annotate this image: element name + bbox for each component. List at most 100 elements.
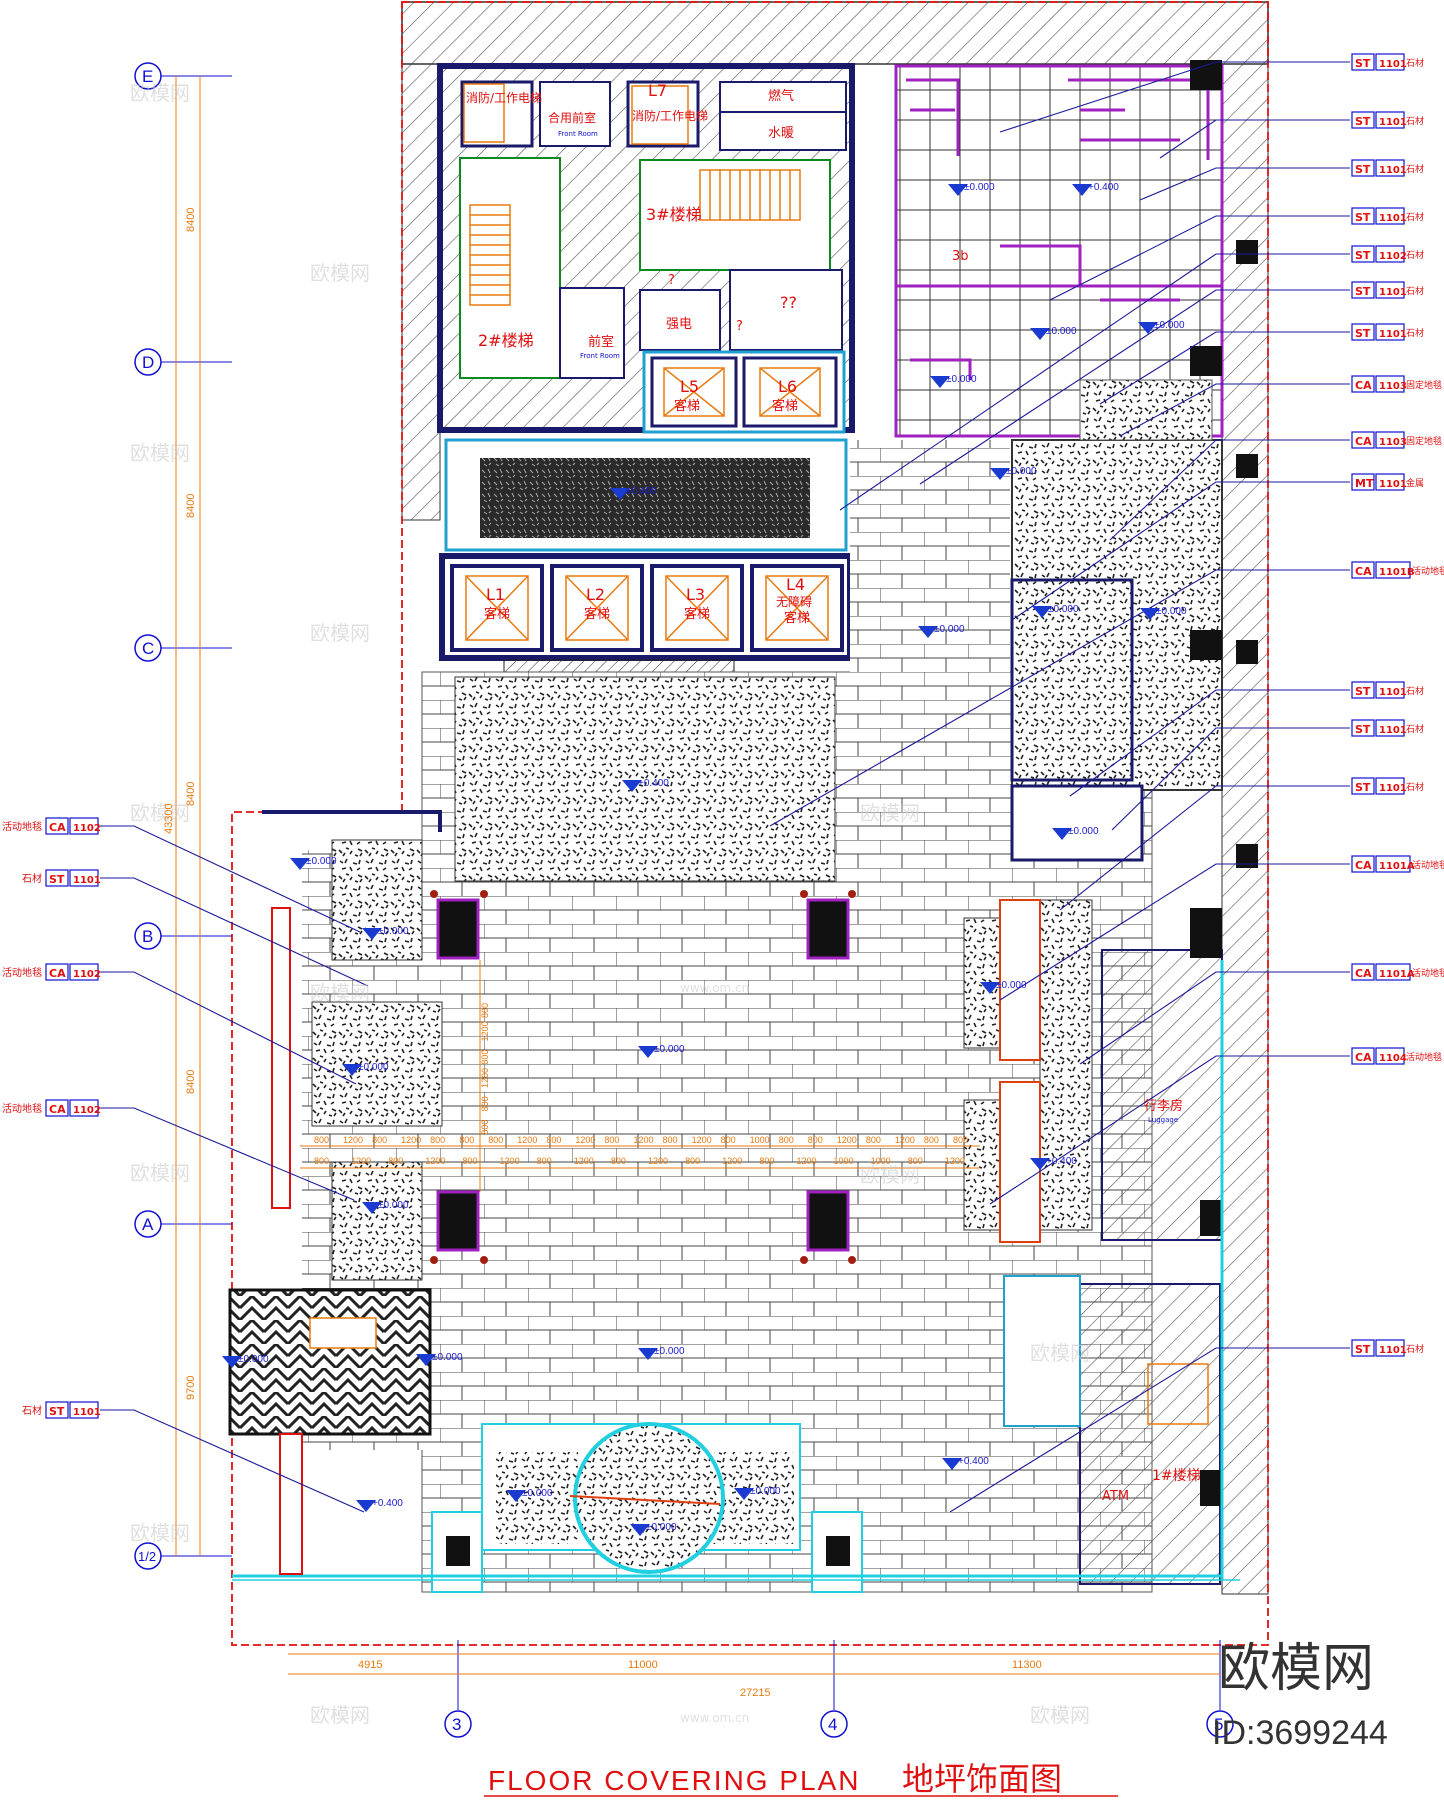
material-tag-text: 石材 <box>1406 327 1424 339</box>
strip-top-dim: 1200 <box>837 1135 857 1145</box>
elevation-value: +0.400 <box>1088 182 1119 193</box>
elevation-marker-icon <box>1052 828 1072 840</box>
elevation-value: ±0.000 <box>238 1354 269 1365</box>
strip-bottom-dim: 800 <box>759 1156 774 1166</box>
room-stair-1: 1#楼梯 <box>1152 1468 1201 1484</box>
elevation-marker-icon <box>980 982 1000 994</box>
elevation-marker-icon <box>948 184 968 196</box>
strip-bottom-dim: 800 <box>685 1156 700 1166</box>
room-l4-accessible: 无障碍 <box>776 594 812 609</box>
strip-column-dim: 1200 <box>480 1021 490 1041</box>
material-tag-code: CA <box>49 1103 66 1116</box>
material-tag-code: CA <box>1355 565 1372 578</box>
elevation-marker-icon <box>638 1046 658 1058</box>
material-tag-number: 1101 <box>1379 687 1407 698</box>
material-tag-text: 石材 <box>1406 163 1424 175</box>
material-tag-code: CA <box>1355 967 1372 980</box>
elevation-marker-icon <box>356 1500 376 1512</box>
strip-top-dim: 800 <box>314 1135 329 1145</box>
room-l2: L2 <box>586 585 605 604</box>
material-tag-code-box <box>45 869 69 887</box>
axis-row-c: C <box>142 639 154 658</box>
material-tag-text: 活动地毯 <box>2 820 42 833</box>
room-atm: ATM <box>1102 1489 1129 1504</box>
material-tag-code: ST <box>1355 723 1371 736</box>
material-tag-num-box <box>1375 1047 1405 1065</box>
room-luggage: 行李房 <box>1144 1098 1183 1114</box>
brand-id: ID:3699244 <box>1212 1714 1388 1752</box>
strip-top-dim: 1000 <box>750 1135 770 1145</box>
strip-bottom-dim: 1200 <box>945 1156 965 1166</box>
strip-top-dim: 800 <box>430 1135 445 1145</box>
strip-bottom-dim: 800 <box>611 1156 626 1166</box>
elevation-marker-icon <box>918 626 938 638</box>
material-tag-code-box <box>1351 111 1375 129</box>
strip-bottom-dim: 1000 <box>834 1156 854 1166</box>
room-front-combined-en: Front Room <box>558 130 598 138</box>
material-tag-num-box <box>1375 53 1405 71</box>
material-tag-num-box <box>1375 111 1405 129</box>
material-tag-code: ST <box>1355 781 1371 794</box>
strip-top-dim: 1200 <box>692 1135 712 1145</box>
dim-vertical-total: 43300 <box>163 803 175 834</box>
material-tag-text: 石材 <box>1406 249 1424 261</box>
strip-column-dim: 800 <box>480 1120 490 1135</box>
strip-bottom-dim: 1200 <box>722 1156 742 1166</box>
dim-horizontal-3: 11300 <box>1012 1659 1042 1671</box>
axis-row-a: A <box>142 1215 154 1234</box>
strip-top-dim: 1200 <box>343 1135 363 1145</box>
material-tag-number: 1104 <box>1379 1053 1407 1064</box>
material-tag-code: MT <box>1355 477 1374 490</box>
material-tag-code-box <box>1351 473 1375 491</box>
material-tag-num-box <box>69 1401 99 1419</box>
strip-column-dim: 800 <box>480 1050 490 1065</box>
material-tag-number: 1102 <box>73 969 101 980</box>
room-unknown-1: ? <box>668 273 675 288</box>
material-tag-text: 活动地毯 <box>1412 859 1444 871</box>
strip-bottom-dim: 1200 <box>574 1156 594 1166</box>
strip-top-dim: 1200 <box>633 1135 653 1145</box>
elevation-value: ±0.000 <box>750 1486 781 1497</box>
elevation-value: +0.400 <box>1046 1156 1077 1167</box>
dim-vertical-4: 8400 <box>185 1070 197 1094</box>
material-tag-text: 石材 <box>22 872 42 885</box>
brand-logo: 欧模网 <box>1218 1639 1374 1699</box>
material-tag-num-box <box>1375 473 1405 491</box>
material-tag-code-box <box>1351 719 1375 737</box>
material-tag-num-box <box>1375 777 1405 795</box>
axis-col-5: 5 <box>1214 1715 1223 1734</box>
strip-top-dim: 800 <box>488 1135 503 1145</box>
material-tag-text: 石材 <box>22 1404 42 1417</box>
material-tag-text: 石材 <box>1406 685 1424 697</box>
material-tag-code-box <box>45 963 69 981</box>
room-water: 水暖 <box>768 126 794 141</box>
material-tag-code-box <box>1351 207 1375 225</box>
dim-horizontal-1: 4915 <box>358 1659 382 1671</box>
material-tag-code: ST <box>1355 685 1371 698</box>
elevation-value: +0.400 <box>638 778 669 789</box>
material-tag-code-box <box>1351 561 1375 579</box>
watermark: 欧模网 <box>860 801 920 825</box>
elevation-marker-icon <box>1072 184 1092 196</box>
material-tag-number: 1101 <box>1379 783 1407 794</box>
material-tag-text: 固定地毯 <box>1406 379 1442 391</box>
elevation-marker-icon <box>1032 606 1052 618</box>
room-l5-passenger: 客梯 <box>674 398 700 414</box>
elevation-value: ±0.000 <box>378 926 409 937</box>
strip-bottom-dim: 800 <box>462 1156 477 1166</box>
strip-bottom-dim: 800 <box>537 1156 552 1166</box>
strip-bottom-dim: 800 <box>908 1156 923 1166</box>
dim-horizontal-2: 11000 <box>628 1659 658 1671</box>
strip-bottom-dim: 1200 <box>425 1156 445 1166</box>
room-l2-passenger: 客梯 <box>584 606 610 622</box>
material-tag-number: 1103 <box>1379 381 1407 392</box>
material-tag-number: 1101 <box>1379 725 1407 736</box>
